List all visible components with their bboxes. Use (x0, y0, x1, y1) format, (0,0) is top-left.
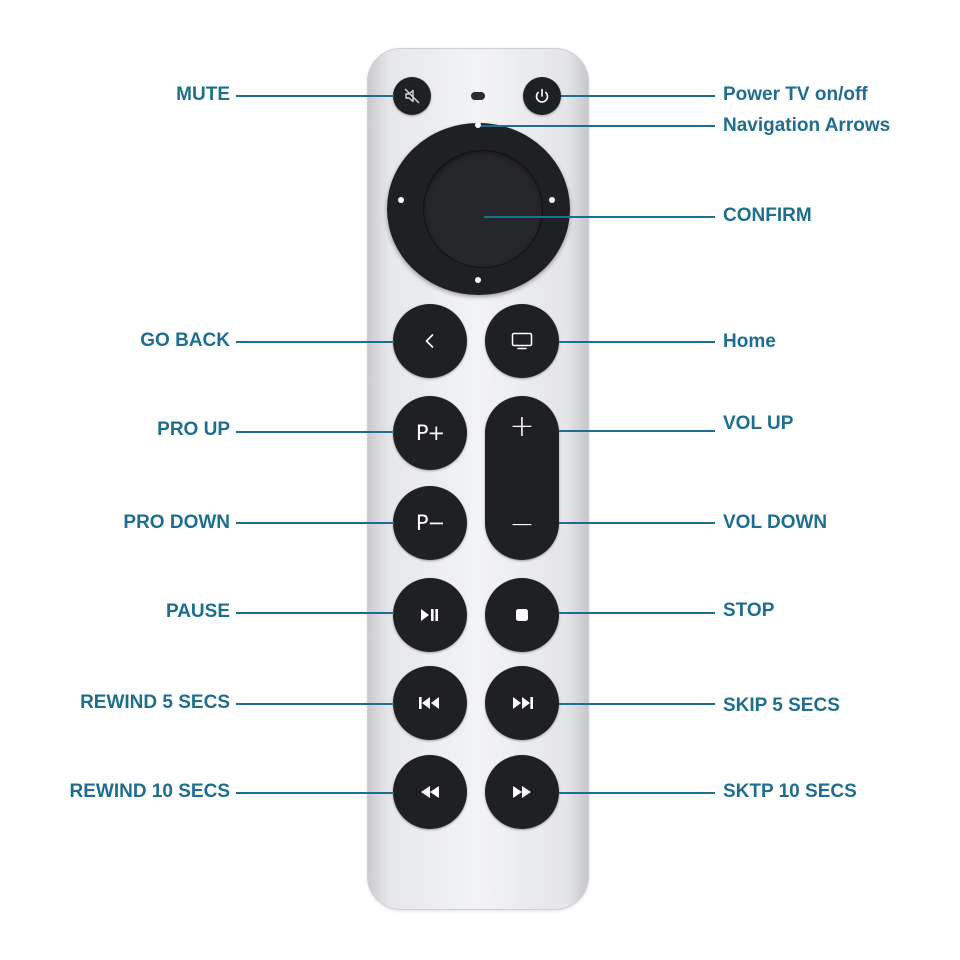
navigation-leader-line (481, 125, 715, 127)
pro-up-leader-line (236, 431, 394, 433)
channel-up-text: P+ (415, 421, 445, 445)
pro-down-leader-line (236, 522, 394, 524)
rewind-5-label: REWIND 5 SECS (80, 692, 230, 713)
nav-right-dot[interactable] (549, 197, 555, 203)
vol-down-label: VOL DOWN (723, 512, 828, 533)
home-label: Home (723, 331, 776, 352)
chevron-left-icon (425, 334, 434, 348)
stop-leader-line (559, 612, 715, 614)
stop-icon (516, 609, 528, 621)
skip-forward-icon (513, 697, 533, 709)
skip-back-button[interactable] (393, 666, 467, 740)
nav-down-dot[interactable] (475, 277, 481, 283)
rewind-10-label: REWIND 10 SECS (69, 781, 230, 802)
home-button[interactable] (485, 304, 559, 378)
vol-up-leader-line (559, 430, 715, 432)
mute-button[interactable] (393, 77, 431, 115)
stop-label: STOP (723, 600, 775, 621)
fast-forward-button[interactable] (485, 755, 559, 829)
vol-down-leader-line (559, 522, 715, 524)
mute-leader-line (236, 95, 394, 97)
play-pause-icon (421, 609, 438, 621)
volume-down-text[interactable]: − (509, 507, 535, 542)
nav-left-dot[interactable] (398, 197, 404, 203)
play-pause-button[interactable] (393, 578, 467, 652)
pro-up-label: PRO UP (157, 419, 230, 440)
go-back-label: GO BACK (140, 330, 230, 351)
nav-up-dot[interactable] (475, 122, 481, 128)
stop-button[interactable] (485, 578, 559, 652)
skip-back-icon (419, 697, 439, 709)
power-icon (535, 88, 549, 103)
fast-forward-icon (513, 786, 531, 798)
channel-down-text: P− (415, 511, 445, 535)
pause-label: PAUSE (165, 601, 230, 622)
rewind-icon (421, 786, 439, 798)
skip-5-leader-line (559, 703, 715, 705)
skip-10-leader-line (559, 792, 715, 794)
skip-5-label: SKIP 5 SECS (723, 695, 840, 716)
mute-icon (404, 88, 420, 104)
go-back-leader-line (236, 341, 394, 343)
pro-down-label: PRO DOWN (123, 512, 230, 533)
channel-down-button[interactable]: P− (393, 486, 467, 560)
confirm-label: CONFIRM (723, 205, 812, 226)
volume-rocker[interactable]: + − (485, 396, 559, 560)
volume-up-text[interactable]: + (509, 409, 535, 444)
navigation-label: Navigation Arrows (723, 115, 891, 136)
rewind-10-leader-line (236, 792, 394, 794)
channel-up-button[interactable]: P+ (393, 396, 467, 470)
tv-icon (511, 332, 533, 350)
back-button[interactable] (393, 304, 467, 378)
skip-10-label: SKTP 10 SECS (723, 781, 857, 802)
skip-forward-button[interactable] (485, 666, 559, 740)
rewind-button[interactable] (393, 755, 467, 829)
mute-label: MUTE (176, 84, 230, 105)
power-button[interactable] (523, 77, 561, 115)
power-leader-line (561, 95, 715, 97)
status-indicator-light (471, 92, 485, 100)
confirm-leader-line (484, 216, 715, 218)
rewind-5-leader-line (236, 703, 394, 705)
confirm-button[interactable] (423, 150, 543, 268)
vol-up-label: VOL UP (723, 413, 794, 434)
home-leader-line (559, 341, 715, 343)
power-label: Power TV on/off (723, 84, 868, 105)
pause-leader-line (236, 612, 394, 614)
